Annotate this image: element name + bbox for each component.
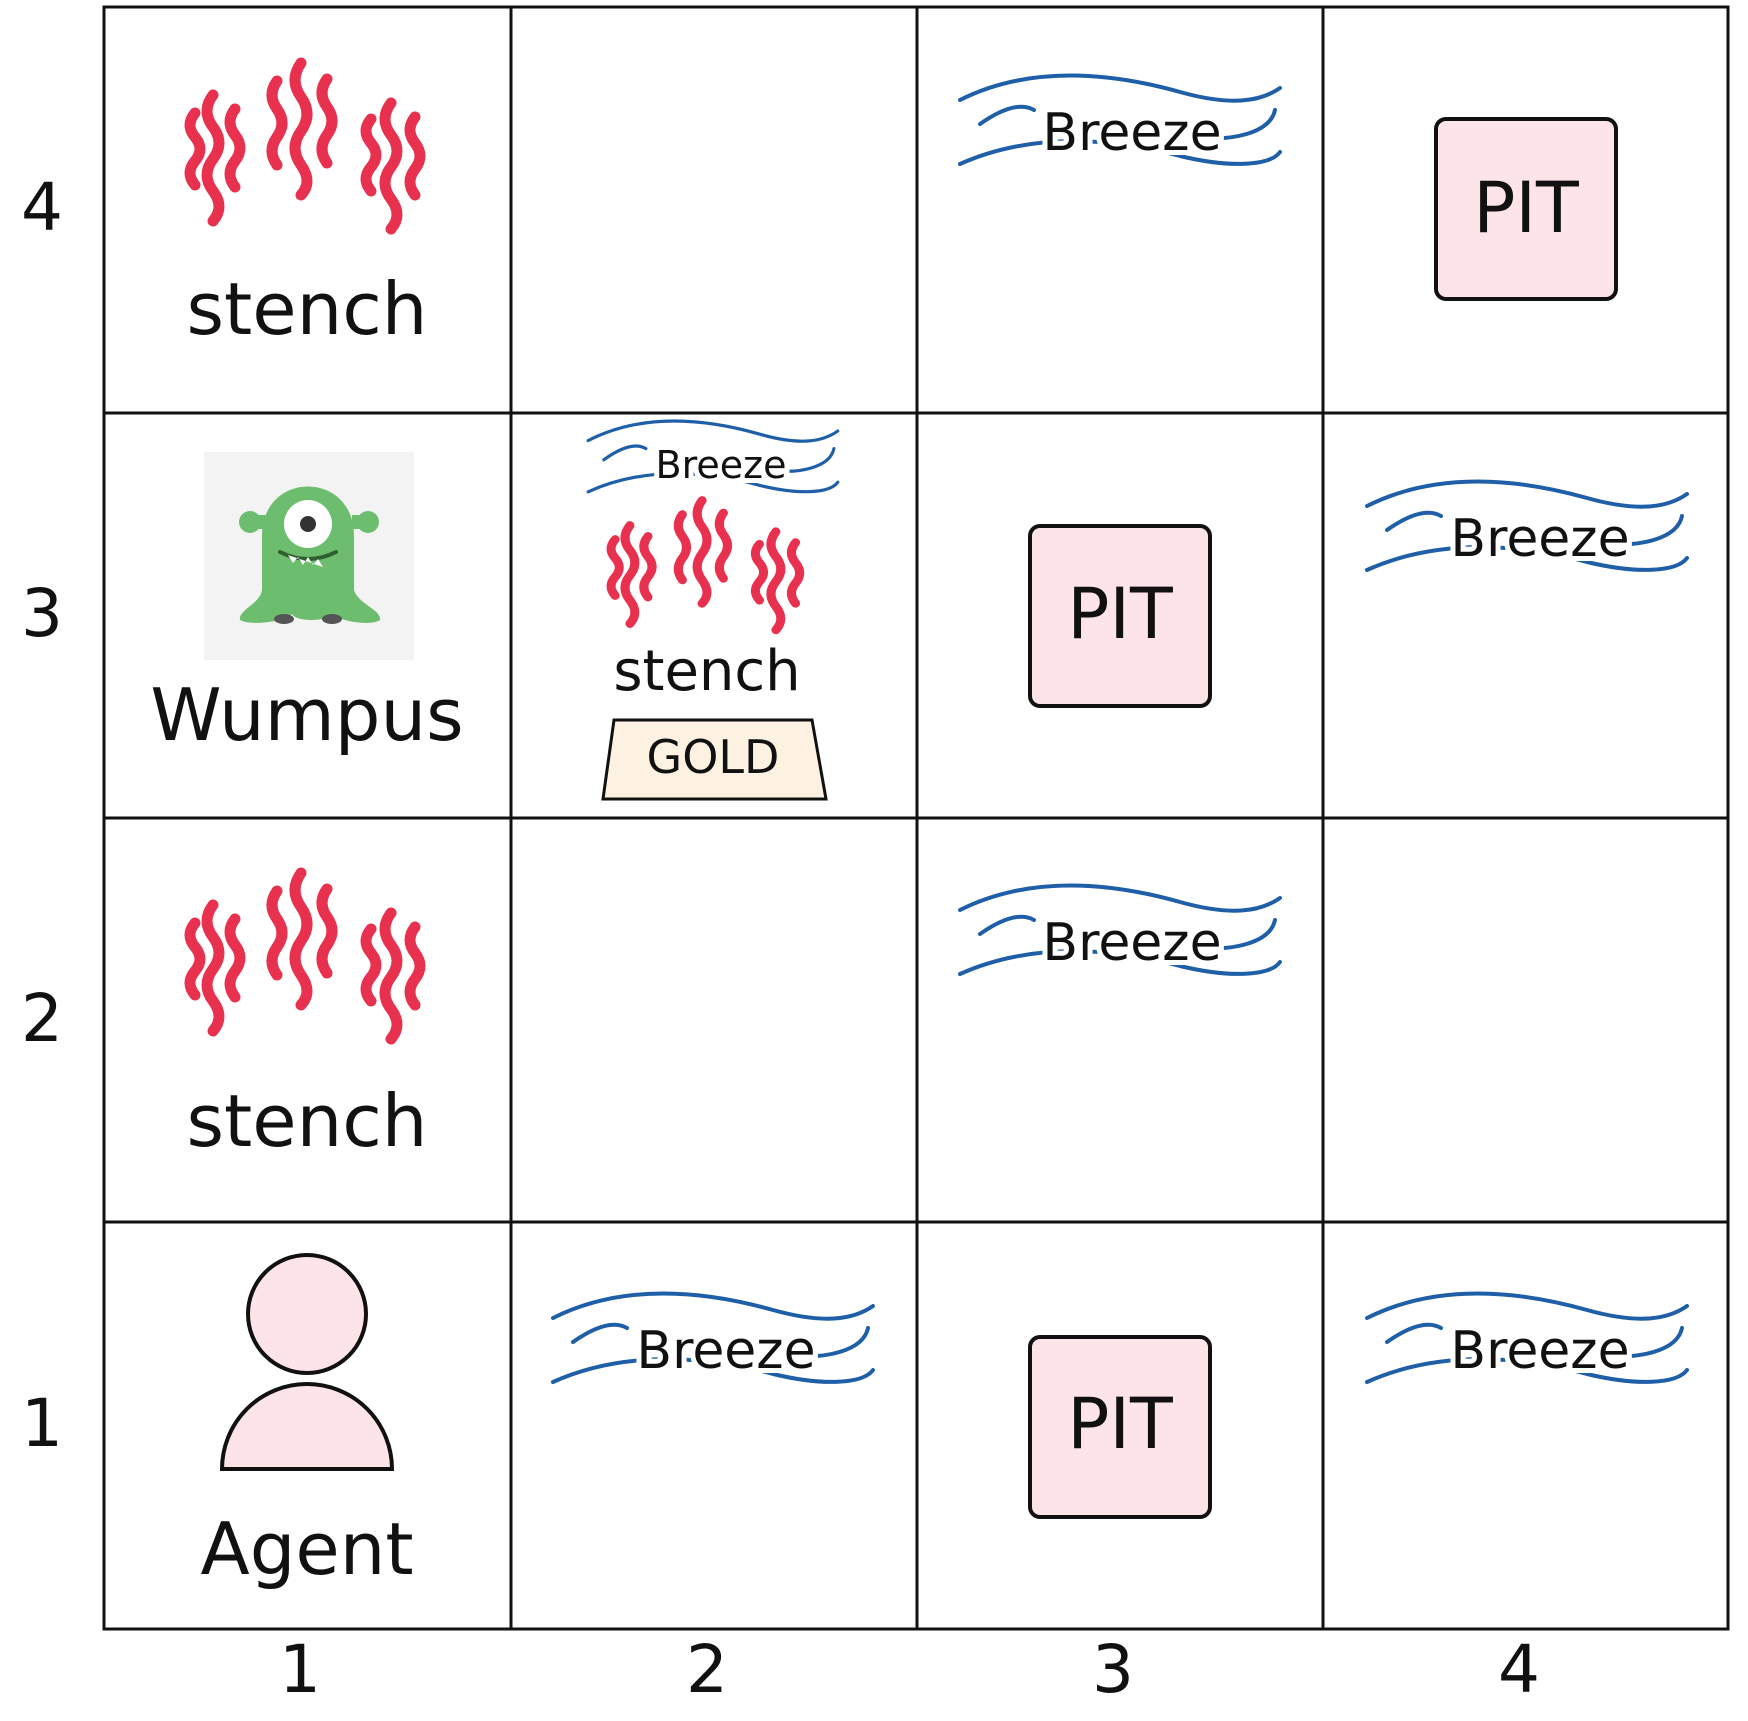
cell-1-3: Wumpus — [150, 452, 464, 757]
wumpus-icon — [204, 452, 414, 660]
cell-4-1: Breeze — [1365, 1291, 1689, 1386]
cell-1-2: stench — [187, 873, 428, 1163]
grid-lines — [102, 5, 1730, 1631]
col-label-2: 2 — [686, 1631, 728, 1708]
cell-3-2: Breeze — [958, 883, 1282, 978]
cell-3-3: PIT — [1028, 524, 1212, 708]
pit-box — [1028, 1335, 1212, 1519]
stench-label: stench — [613, 639, 800, 704]
pit-label: PIT — [1067, 1383, 1173, 1465]
stench-label: stench — [187, 267, 428, 351]
row-label-1: 1 — [21, 1385, 63, 1462]
col-labels: 1 2 3 4 — [279, 1631, 1540, 1708]
pit-label: PIT — [1473, 167, 1579, 249]
cell-1-1: Agent — [200, 1253, 414, 1591]
agent-label: Agent — [200, 1507, 413, 1591]
cell-3-1: PIT — [1028, 1335, 1212, 1519]
col-label-4: 4 — [1498, 1631, 1540, 1708]
gold-bar-icon — [601, 718, 828, 801]
cell-3-4: Breeze — [958, 73, 1282, 168]
breeze-label: Breeze — [1042, 913, 1221, 973]
cell-1-4: stench — [187, 63, 428, 351]
col-label-1: 1 — [279, 1631, 321, 1708]
cell-2-3: Breeze stench GOLD — [586, 419, 840, 801]
stench-icon — [190, 873, 420, 1039]
stench-icon — [190, 63, 420, 229]
gold-label: GOLD — [647, 730, 780, 784]
breeze-label: Breeze — [1042, 103, 1221, 163]
pit-label: PIT — [1067, 573, 1173, 655]
breeze-label: Breeze — [636, 1321, 815, 1381]
cell-4-4: PIT — [1434, 117, 1618, 301]
row-label-2: 2 — [21, 980, 63, 1057]
stench-label: stench — [187, 1079, 428, 1163]
stench-icon — [611, 500, 800, 629]
cell-2-1: Breeze — [551, 1291, 875, 1386]
col-label-3: 3 — [1092, 1631, 1134, 1708]
wumpus-label: Wumpus — [150, 673, 463, 757]
breeze-label: Breeze — [1450, 509, 1629, 569]
breeze-label: Breeze — [656, 443, 787, 487]
cell-4-3: Breeze — [1365, 479, 1689, 574]
breeze-label: Breeze — [1450, 1321, 1629, 1381]
row-label-3: 3 — [21, 575, 63, 652]
pit-box — [1434, 117, 1618, 301]
row-label-4: 4 — [21, 169, 63, 246]
person-icon — [219, 1253, 395, 1471]
pit-box — [1028, 524, 1212, 708]
row-labels: 4 3 2 1 — [21, 169, 63, 1462]
